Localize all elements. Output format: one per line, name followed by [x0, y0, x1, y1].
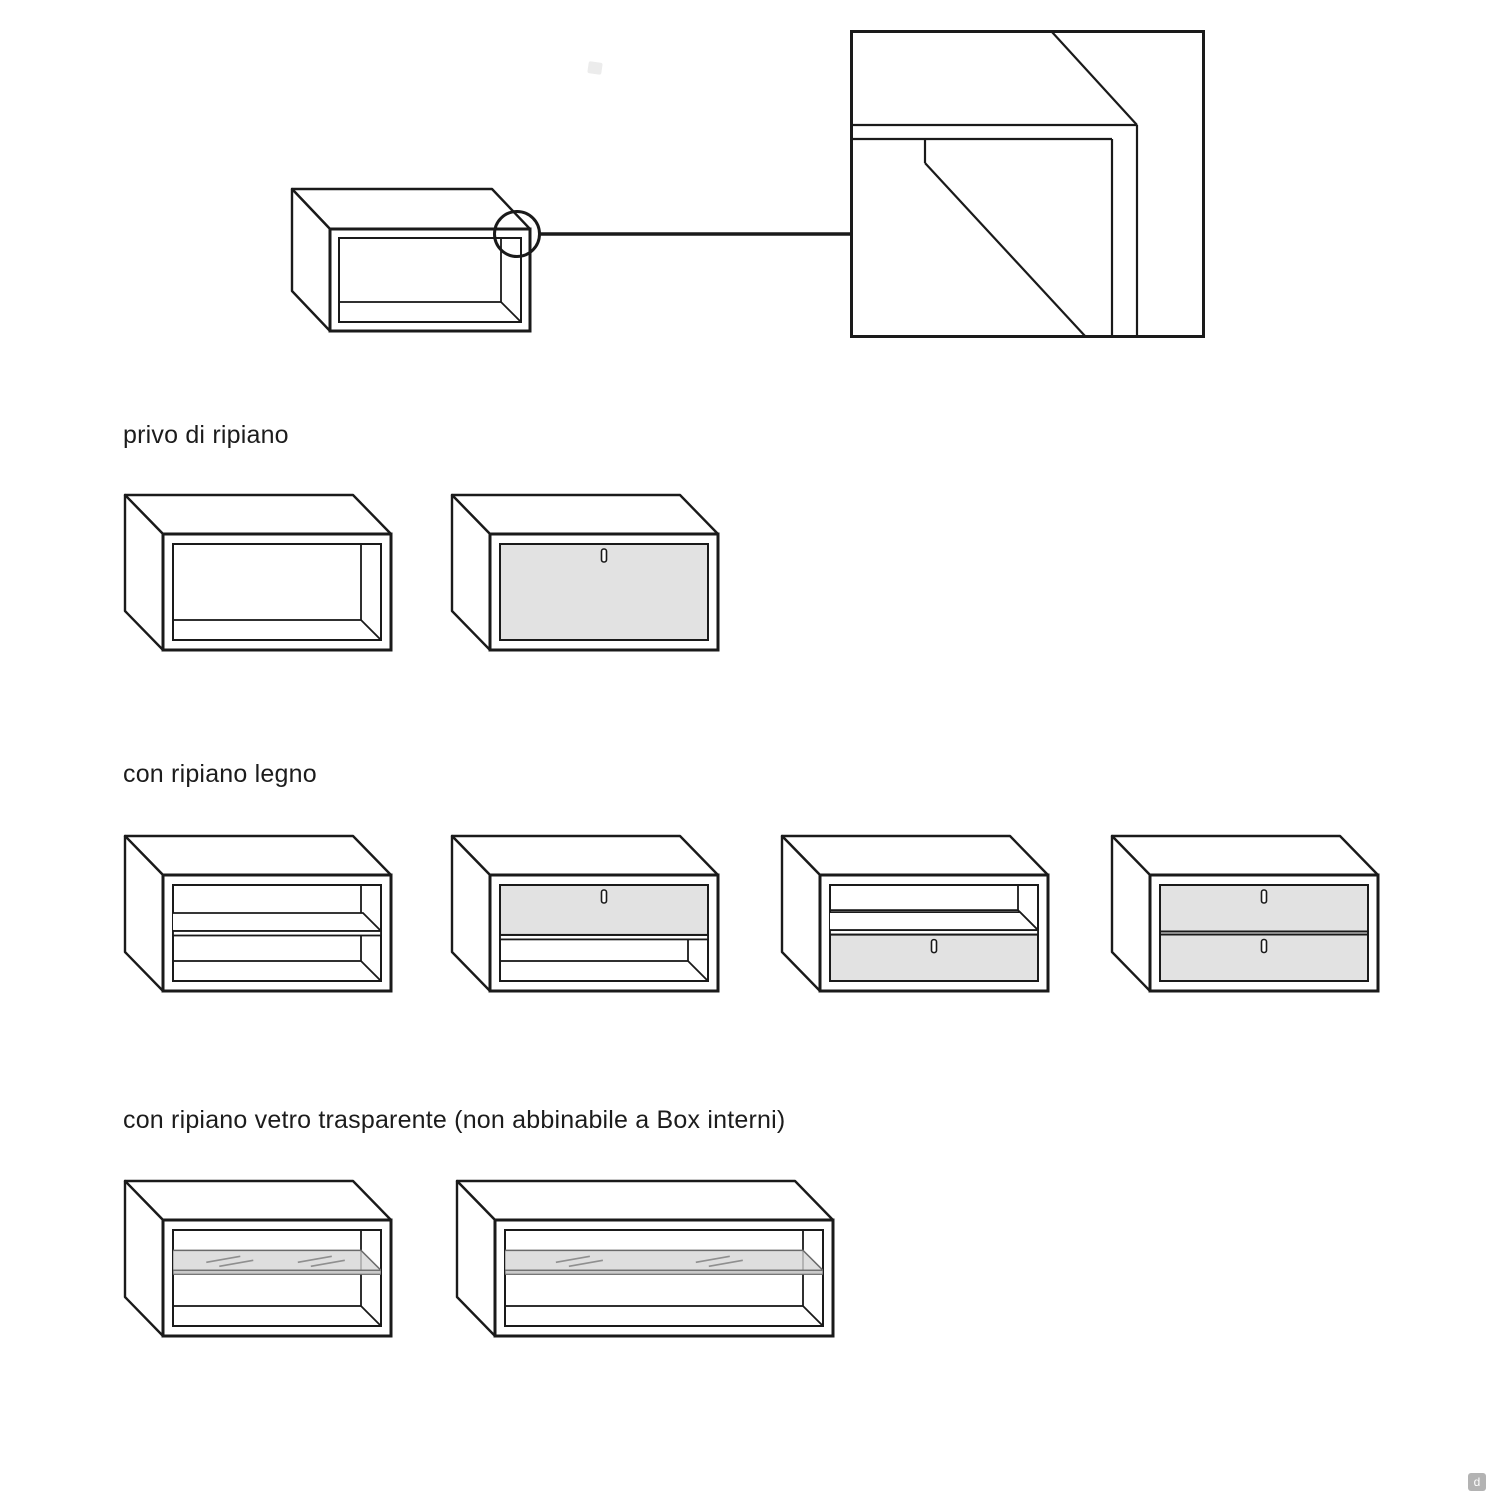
figure-drawer-bottom — [780, 833, 1051, 994]
figure-drawer-top — [450, 833, 721, 994]
figure-glass-shelf — [123, 1178, 394, 1339]
section-title-glass-shelf: con ripiano vetro trasparente (non abbin… — [123, 1106, 786, 1134]
section-title-wood-shelf: con ripiano legno — [123, 760, 317, 788]
stray-mark — [587, 61, 603, 75]
figure-two-drawers — [1110, 833, 1381, 994]
section-title-no-shelf: privo di ripiano — [123, 421, 289, 449]
figure-open-box — [123, 492, 394, 653]
watermark-badge: d — [1468, 1473, 1486, 1491]
corner-detail-drawing — [850, 30, 1205, 338]
overview-cabinet-drawing — [290, 187, 532, 333]
figure-drop-door-box — [450, 492, 721, 653]
figure-glass-shelf-wide — [455, 1178, 836, 1339]
zoom-link — [493, 210, 850, 258]
overview-area — [290, 30, 1205, 338]
figure-wood-shelf-open — [123, 833, 394, 994]
